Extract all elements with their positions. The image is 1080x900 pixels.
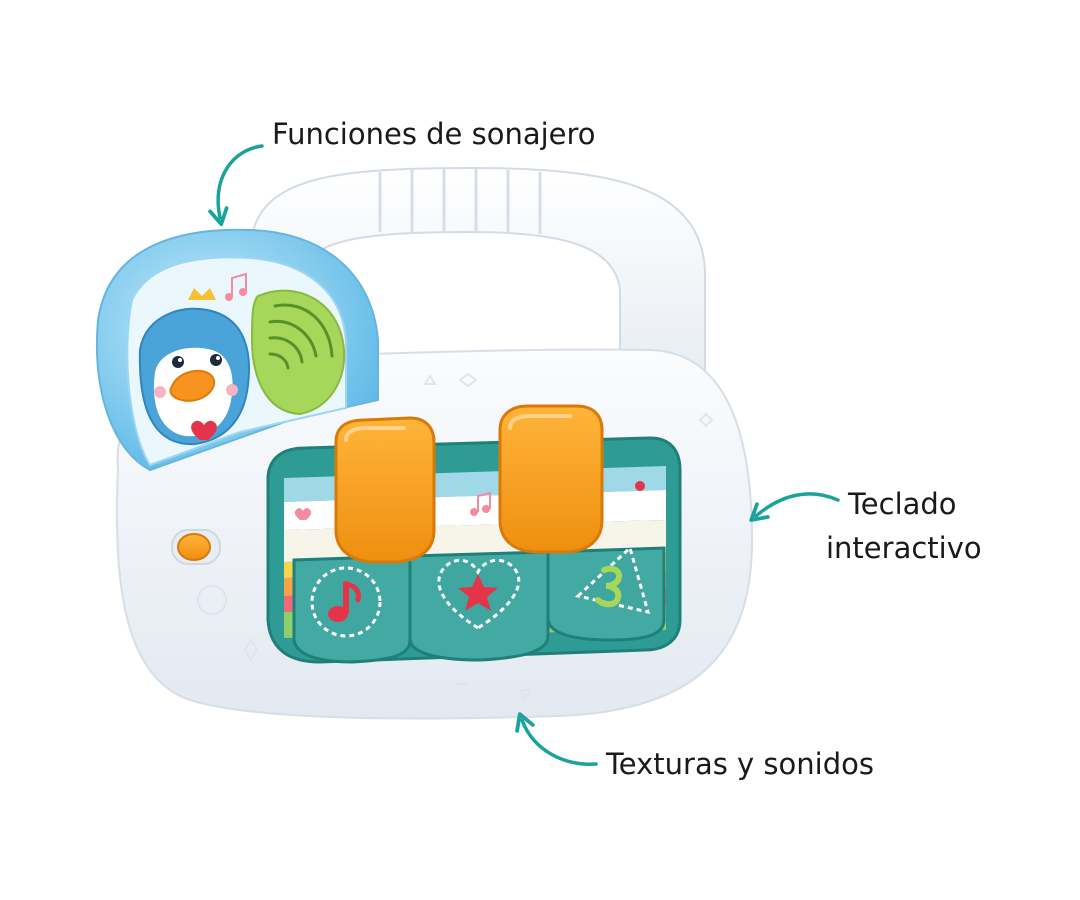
rattle-panel xyxy=(95,228,379,472)
penguin-icon xyxy=(138,288,250,446)
speaker-grille-icon xyxy=(250,289,346,416)
callout-keyboard-line1: Teclado xyxy=(848,487,957,521)
callout-interactive-keyboard: Teclado interactivo xyxy=(826,482,982,570)
music-note-icon xyxy=(225,272,247,301)
arrow-rattle-icon xyxy=(208,144,264,227)
callout-rattle-functions: Funciones de sonajero xyxy=(272,117,596,151)
music-note-key-icon xyxy=(310,566,382,638)
side-button xyxy=(171,529,221,565)
triangle-key-icon xyxy=(574,545,651,615)
callout-textures-sounds: Texturas y sonidos xyxy=(606,747,874,781)
orange-key-right xyxy=(498,404,604,554)
music-note-small-icon xyxy=(470,491,491,516)
arrow-textures-icon xyxy=(515,712,598,766)
keyboard-panel xyxy=(266,404,682,664)
heart-key-icon xyxy=(437,558,521,630)
toy-handle xyxy=(248,166,706,471)
callout-keyboard-line2: interactivo xyxy=(826,531,982,565)
orange-key-left xyxy=(334,416,436,564)
arrow-keyboard-icon xyxy=(749,492,840,522)
